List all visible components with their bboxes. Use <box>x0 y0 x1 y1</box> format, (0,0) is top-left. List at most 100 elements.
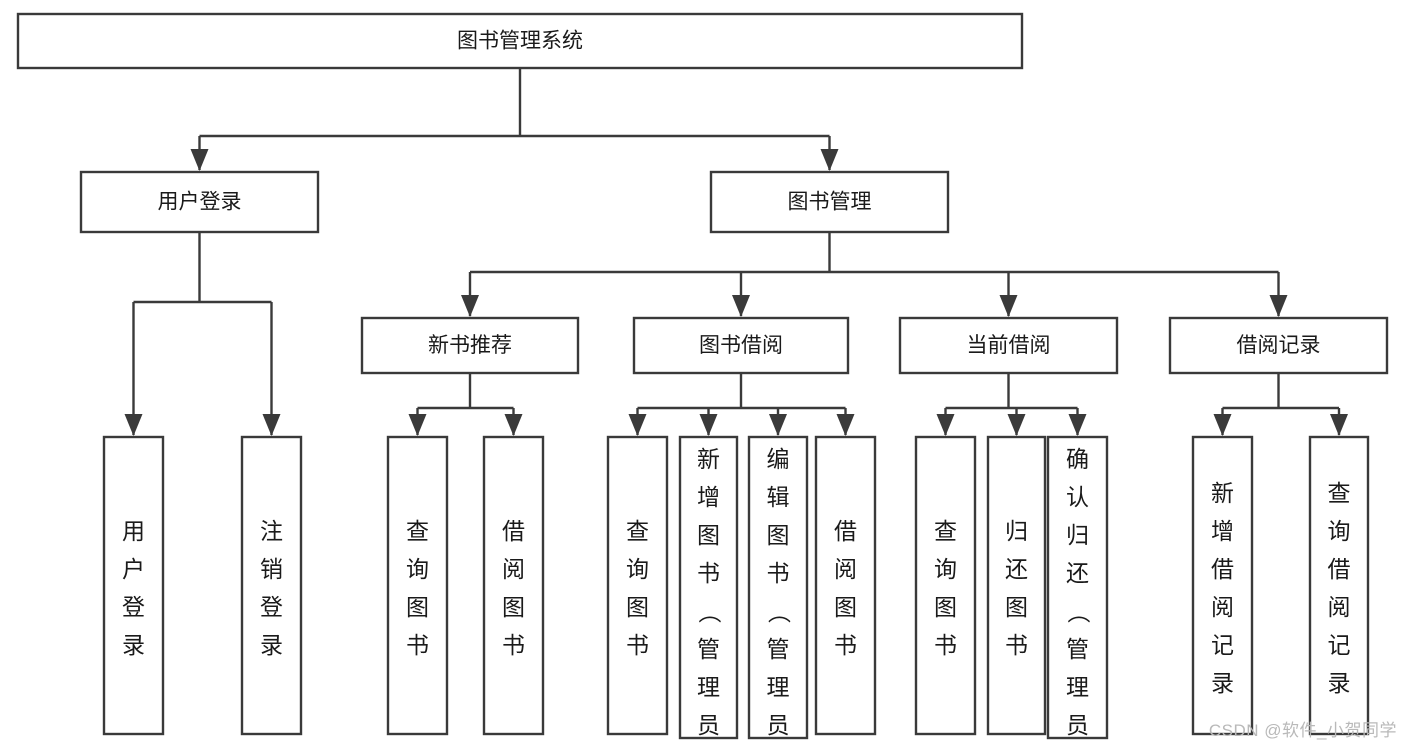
svg-text:阅: 阅 <box>1328 594 1351 620</box>
svg-text:增: 增 <box>697 484 720 510</box>
arrow-head-icon <box>999 295 1018 317</box>
node-box <box>814 435 877 736</box>
node-user-login[interactable]: 用户登录 <box>79 170 320 234</box>
node-current-borrow[interactable]: 当前借阅 <box>898 316 1119 375</box>
svg-text:归: 归 <box>1066 522 1089 548</box>
svg-text:查: 查 <box>934 518 957 544</box>
node-label: 借阅记录 <box>1237 334 1321 357</box>
svg-text:书: 书 <box>767 560 790 586</box>
svg-text:借: 借 <box>502 518 525 544</box>
svg-text:户: 户 <box>122 556 145 582</box>
node-book-borrow[interactable]: 图书借阅 <box>632 316 850 375</box>
arrow-head-icon <box>699 414 718 436</box>
svg-text:阅: 阅 <box>834 556 857 582</box>
svg-text:登: 登 <box>260 594 283 620</box>
svg-text:书: 书 <box>834 632 857 658</box>
node-box <box>360 316 580 375</box>
svg-text:认: 认 <box>1066 484 1089 510</box>
arrow-head-icon <box>504 414 523 436</box>
svg-text:（: （ <box>1066 601 1092 624</box>
svg-text:图: 图 <box>406 594 429 620</box>
arrow-head-icon <box>936 414 955 436</box>
arrow-head-icon <box>408 414 427 436</box>
node-leaf-user-login[interactable]: 用户登录 <box>102 435 165 736</box>
svg-text:查: 查 <box>626 518 649 544</box>
svg-text:登: 登 <box>122 594 145 620</box>
watermark-text: CSDN @软件_小贺同学 <box>1208 721 1397 740</box>
node-label: 图书借阅 <box>699 334 783 357</box>
node-box <box>632 316 850 375</box>
node-root[interactable]: 图书管理系统 <box>16 12 1024 70</box>
svg-text:图: 图 <box>934 594 957 620</box>
svg-text:辑: 辑 <box>767 484 790 510</box>
svg-text:借: 借 <box>1328 556 1351 582</box>
node-box <box>102 435 165 736</box>
arrow-head-icon <box>820 149 839 171</box>
node-box <box>482 435 545 736</box>
arrow-head-icon <box>262 414 281 436</box>
node-box <box>1308 435 1370 736</box>
arrow-head-icon <box>1068 414 1087 436</box>
svg-text:管: 管 <box>767 636 790 662</box>
svg-text:书: 书 <box>1005 632 1028 658</box>
arrow-head-icon <box>1330 414 1348 436</box>
svg-text:书: 书 <box>626 632 649 658</box>
svg-text:书: 书 <box>502 632 525 658</box>
arrow-head-icon <box>461 295 479 317</box>
svg-text:录: 录 <box>122 632 145 658</box>
svg-text:还: 还 <box>1005 556 1028 582</box>
svg-text:询: 询 <box>1328 518 1351 544</box>
node-borrow-record[interactable]: 借阅记录 <box>1168 316 1389 375</box>
node-box <box>709 170 950 234</box>
arrow-head-icon <box>1213 414 1232 436</box>
svg-text:图: 图 <box>834 594 857 620</box>
svg-text:询: 询 <box>934 556 957 582</box>
svg-text:编: 编 <box>767 446 790 472</box>
svg-text:图: 图 <box>502 594 525 620</box>
node-box <box>79 170 320 234</box>
arrow-head-icon <box>628 414 647 436</box>
svg-text:阅: 阅 <box>1211 594 1234 620</box>
svg-text:书: 书 <box>406 632 429 658</box>
svg-text:借: 借 <box>1211 556 1234 582</box>
node-box <box>16 12 1024 70</box>
svg-text:增: 增 <box>1211 518 1234 544</box>
node-book-manage[interactable]: 图书管理 <box>709 170 950 234</box>
arrow-head-icon <box>836 414 855 436</box>
connector-layer <box>124 68 1348 436</box>
svg-text:查: 查 <box>1328 480 1351 506</box>
node-box <box>1046 435 1109 740</box>
svg-text:图: 图 <box>626 594 649 620</box>
svg-text:注: 注 <box>260 518 283 544</box>
svg-text:员: 员 <box>697 712 720 738</box>
svg-text:书: 书 <box>697 560 720 586</box>
node-box <box>747 435 809 740</box>
node-new-book-rec[interactable]: 新书推荐 <box>360 316 580 375</box>
svg-text:图: 图 <box>767 522 790 548</box>
svg-text:询: 询 <box>626 556 649 582</box>
svg-text:图: 图 <box>1005 594 1028 620</box>
svg-text:还: 还 <box>1066 560 1089 586</box>
node-box <box>986 435 1047 736</box>
svg-text:员: 员 <box>1066 712 1089 738</box>
